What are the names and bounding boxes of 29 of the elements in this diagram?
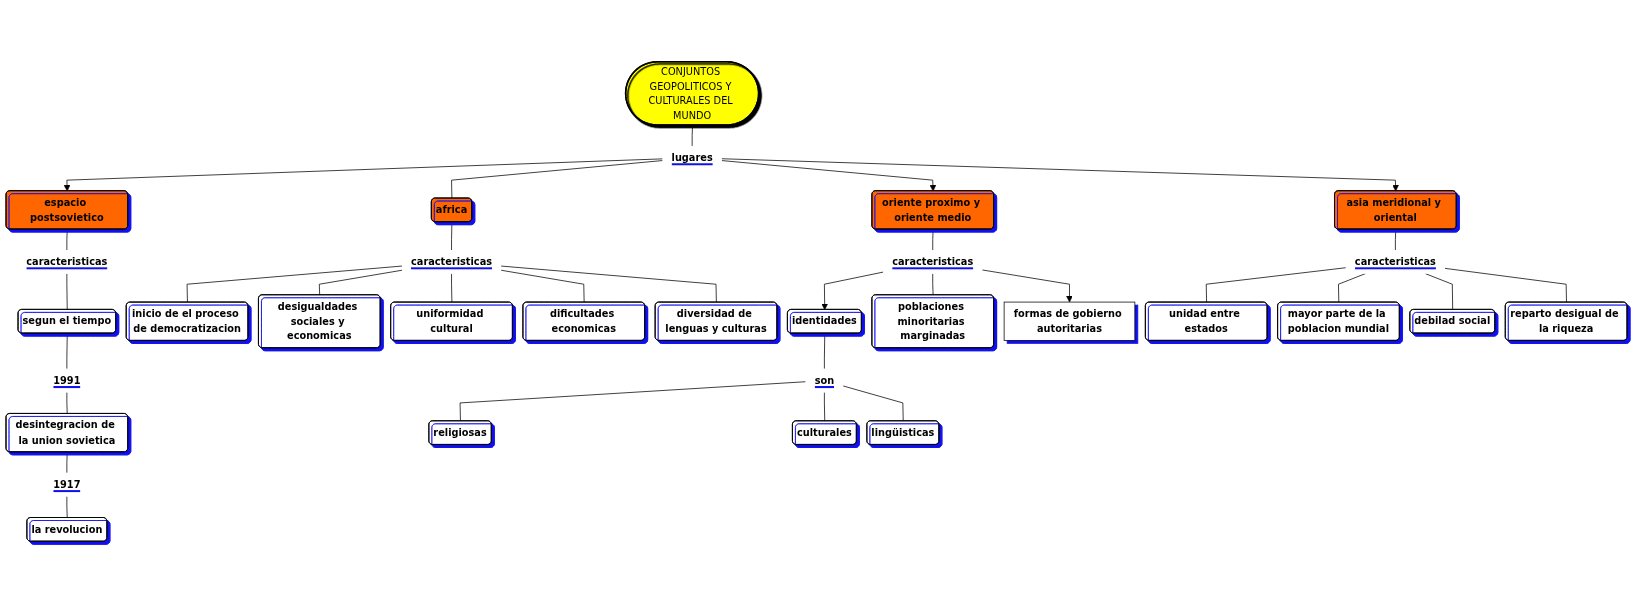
connector [451,273,453,303]
connector [66,333,68,370]
connector [500,265,717,303]
connector [1205,267,1347,303]
node-text: lugares [671,151,713,164]
node-text: caracteristicas [411,256,493,268]
connector [500,269,585,303]
connector [824,333,826,370]
connector [459,381,806,422]
connector [1444,267,1567,303]
connector [842,385,904,422]
connector [451,221,453,251]
node-text: son [814,374,835,387]
node-text: caracteristicas [26,256,108,268]
connector [186,265,403,303]
connector [451,160,663,199]
connector [66,273,68,311]
connector [932,229,934,251]
connector [318,269,403,296]
connector [691,124,693,147]
node-text: 1917 [53,478,81,491]
connector [824,392,826,422]
connector [1395,229,1397,251]
node-text: caracteristicas [1354,256,1436,268]
connector [66,229,68,251]
connector [66,451,68,474]
node-text: caracteristicas [892,256,974,268]
node-text: 1991 [53,374,81,387]
node-box [1003,301,1136,341]
